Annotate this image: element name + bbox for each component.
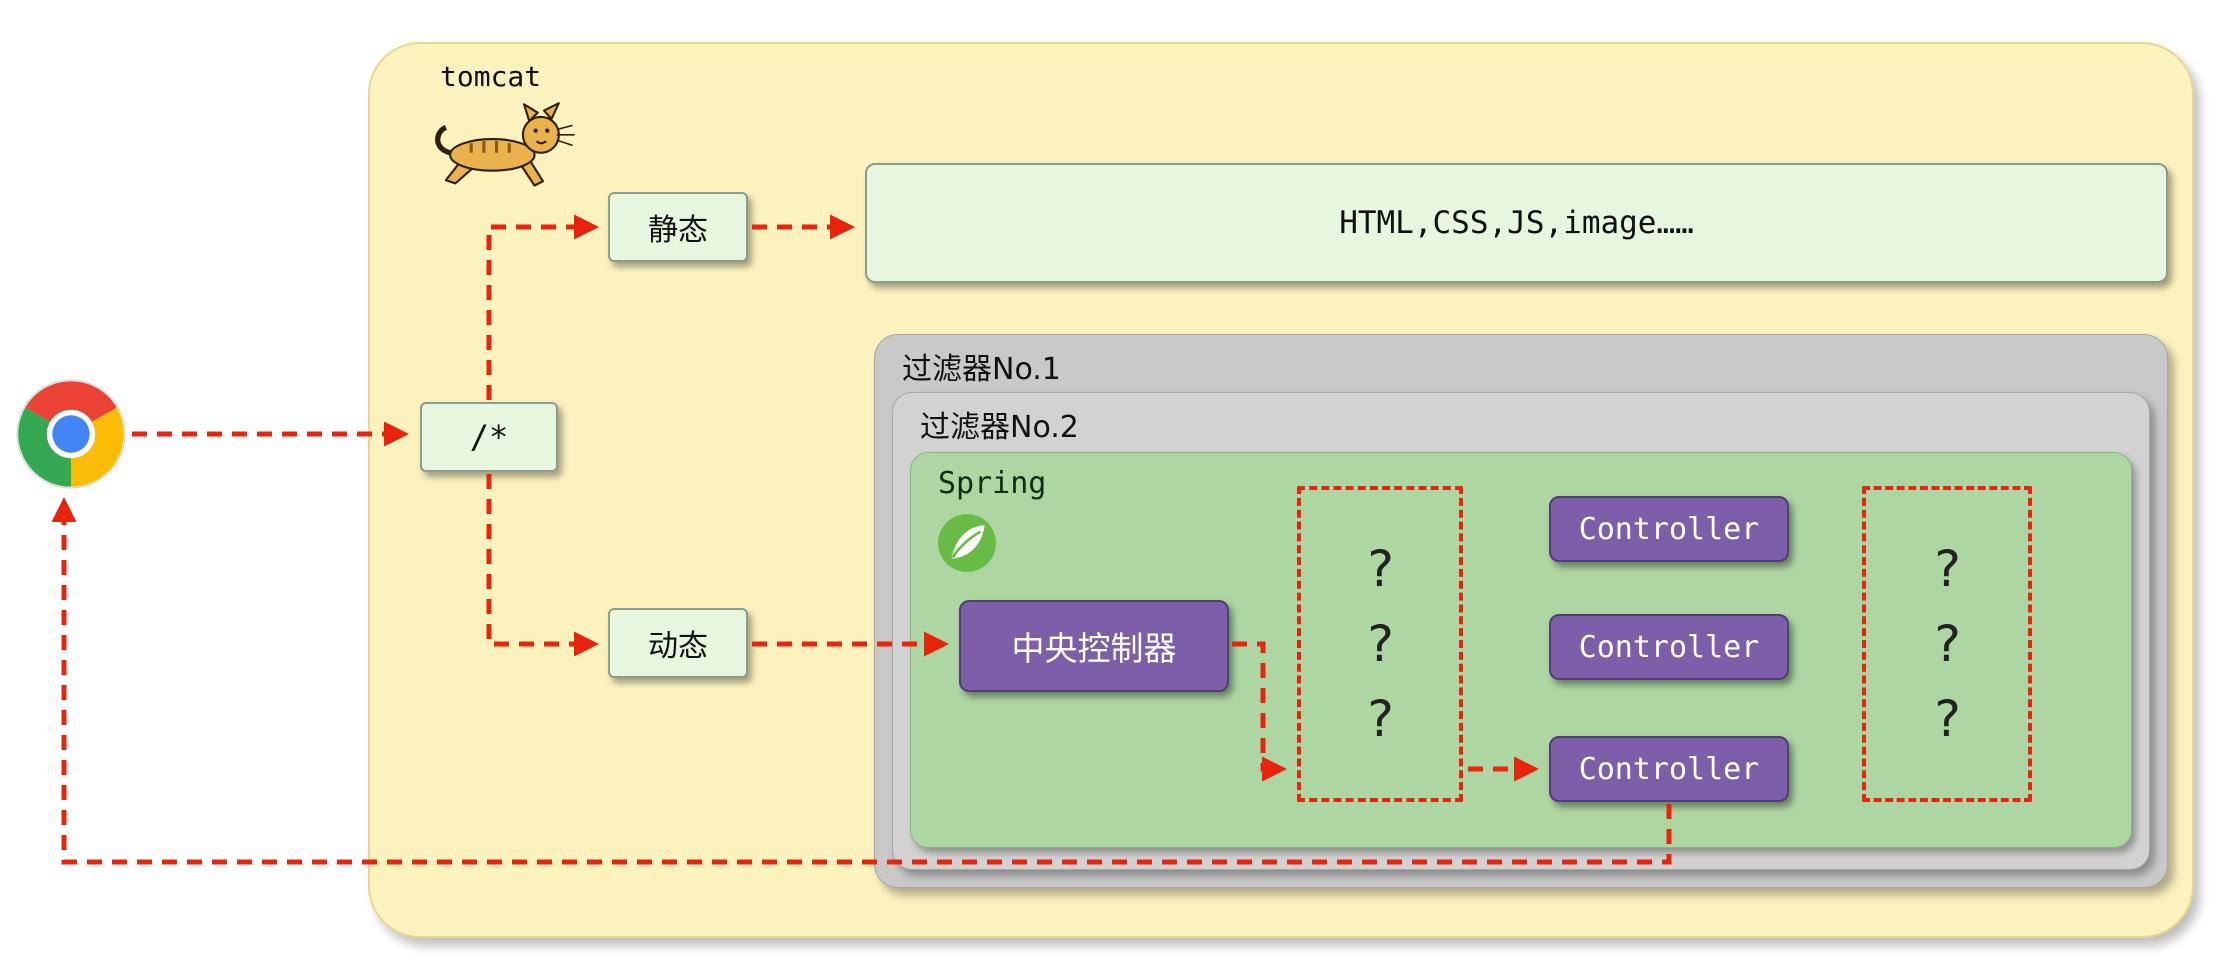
mystery-box-right: ? ? ? bbox=[1862, 486, 2032, 802]
static-node: 静态 bbox=[608, 192, 748, 262]
spring-leaf-icon bbox=[938, 514, 996, 572]
controller-node-3: Controller bbox=[1549, 736, 1789, 802]
question-mark: ? bbox=[1931, 689, 1963, 748]
filter-no2-label: 过滤器No.2 bbox=[920, 410, 1079, 445]
dynamic-node: 动态 bbox=[608, 608, 748, 678]
filter-no1-label: 过滤器No.1 bbox=[902, 352, 1061, 387]
chrome-icon bbox=[16, 379, 126, 489]
question-mark: ? bbox=[1931, 614, 1963, 673]
route-node: /* bbox=[420, 402, 558, 472]
question-mark: ? bbox=[1364, 539, 1396, 598]
tomcat-logo-icon bbox=[435, 102, 575, 187]
controller-node-1: Controller bbox=[1549, 496, 1789, 562]
tomcat-label: tomcat bbox=[440, 60, 542, 93]
question-mark: ? bbox=[1364, 614, 1396, 673]
mystery-box-left: ? ? ? bbox=[1297, 486, 1463, 802]
question-mark: ? bbox=[1931, 539, 1963, 598]
central-controller-node: 中央控制器 bbox=[959, 600, 1229, 692]
question-mark: ? bbox=[1364, 689, 1396, 748]
spring-label: Spring bbox=[938, 466, 1047, 501]
controller-node-2: Controller bbox=[1549, 614, 1789, 680]
static-resources-box: HTML,CSS,JS,image…… bbox=[865, 163, 2168, 283]
